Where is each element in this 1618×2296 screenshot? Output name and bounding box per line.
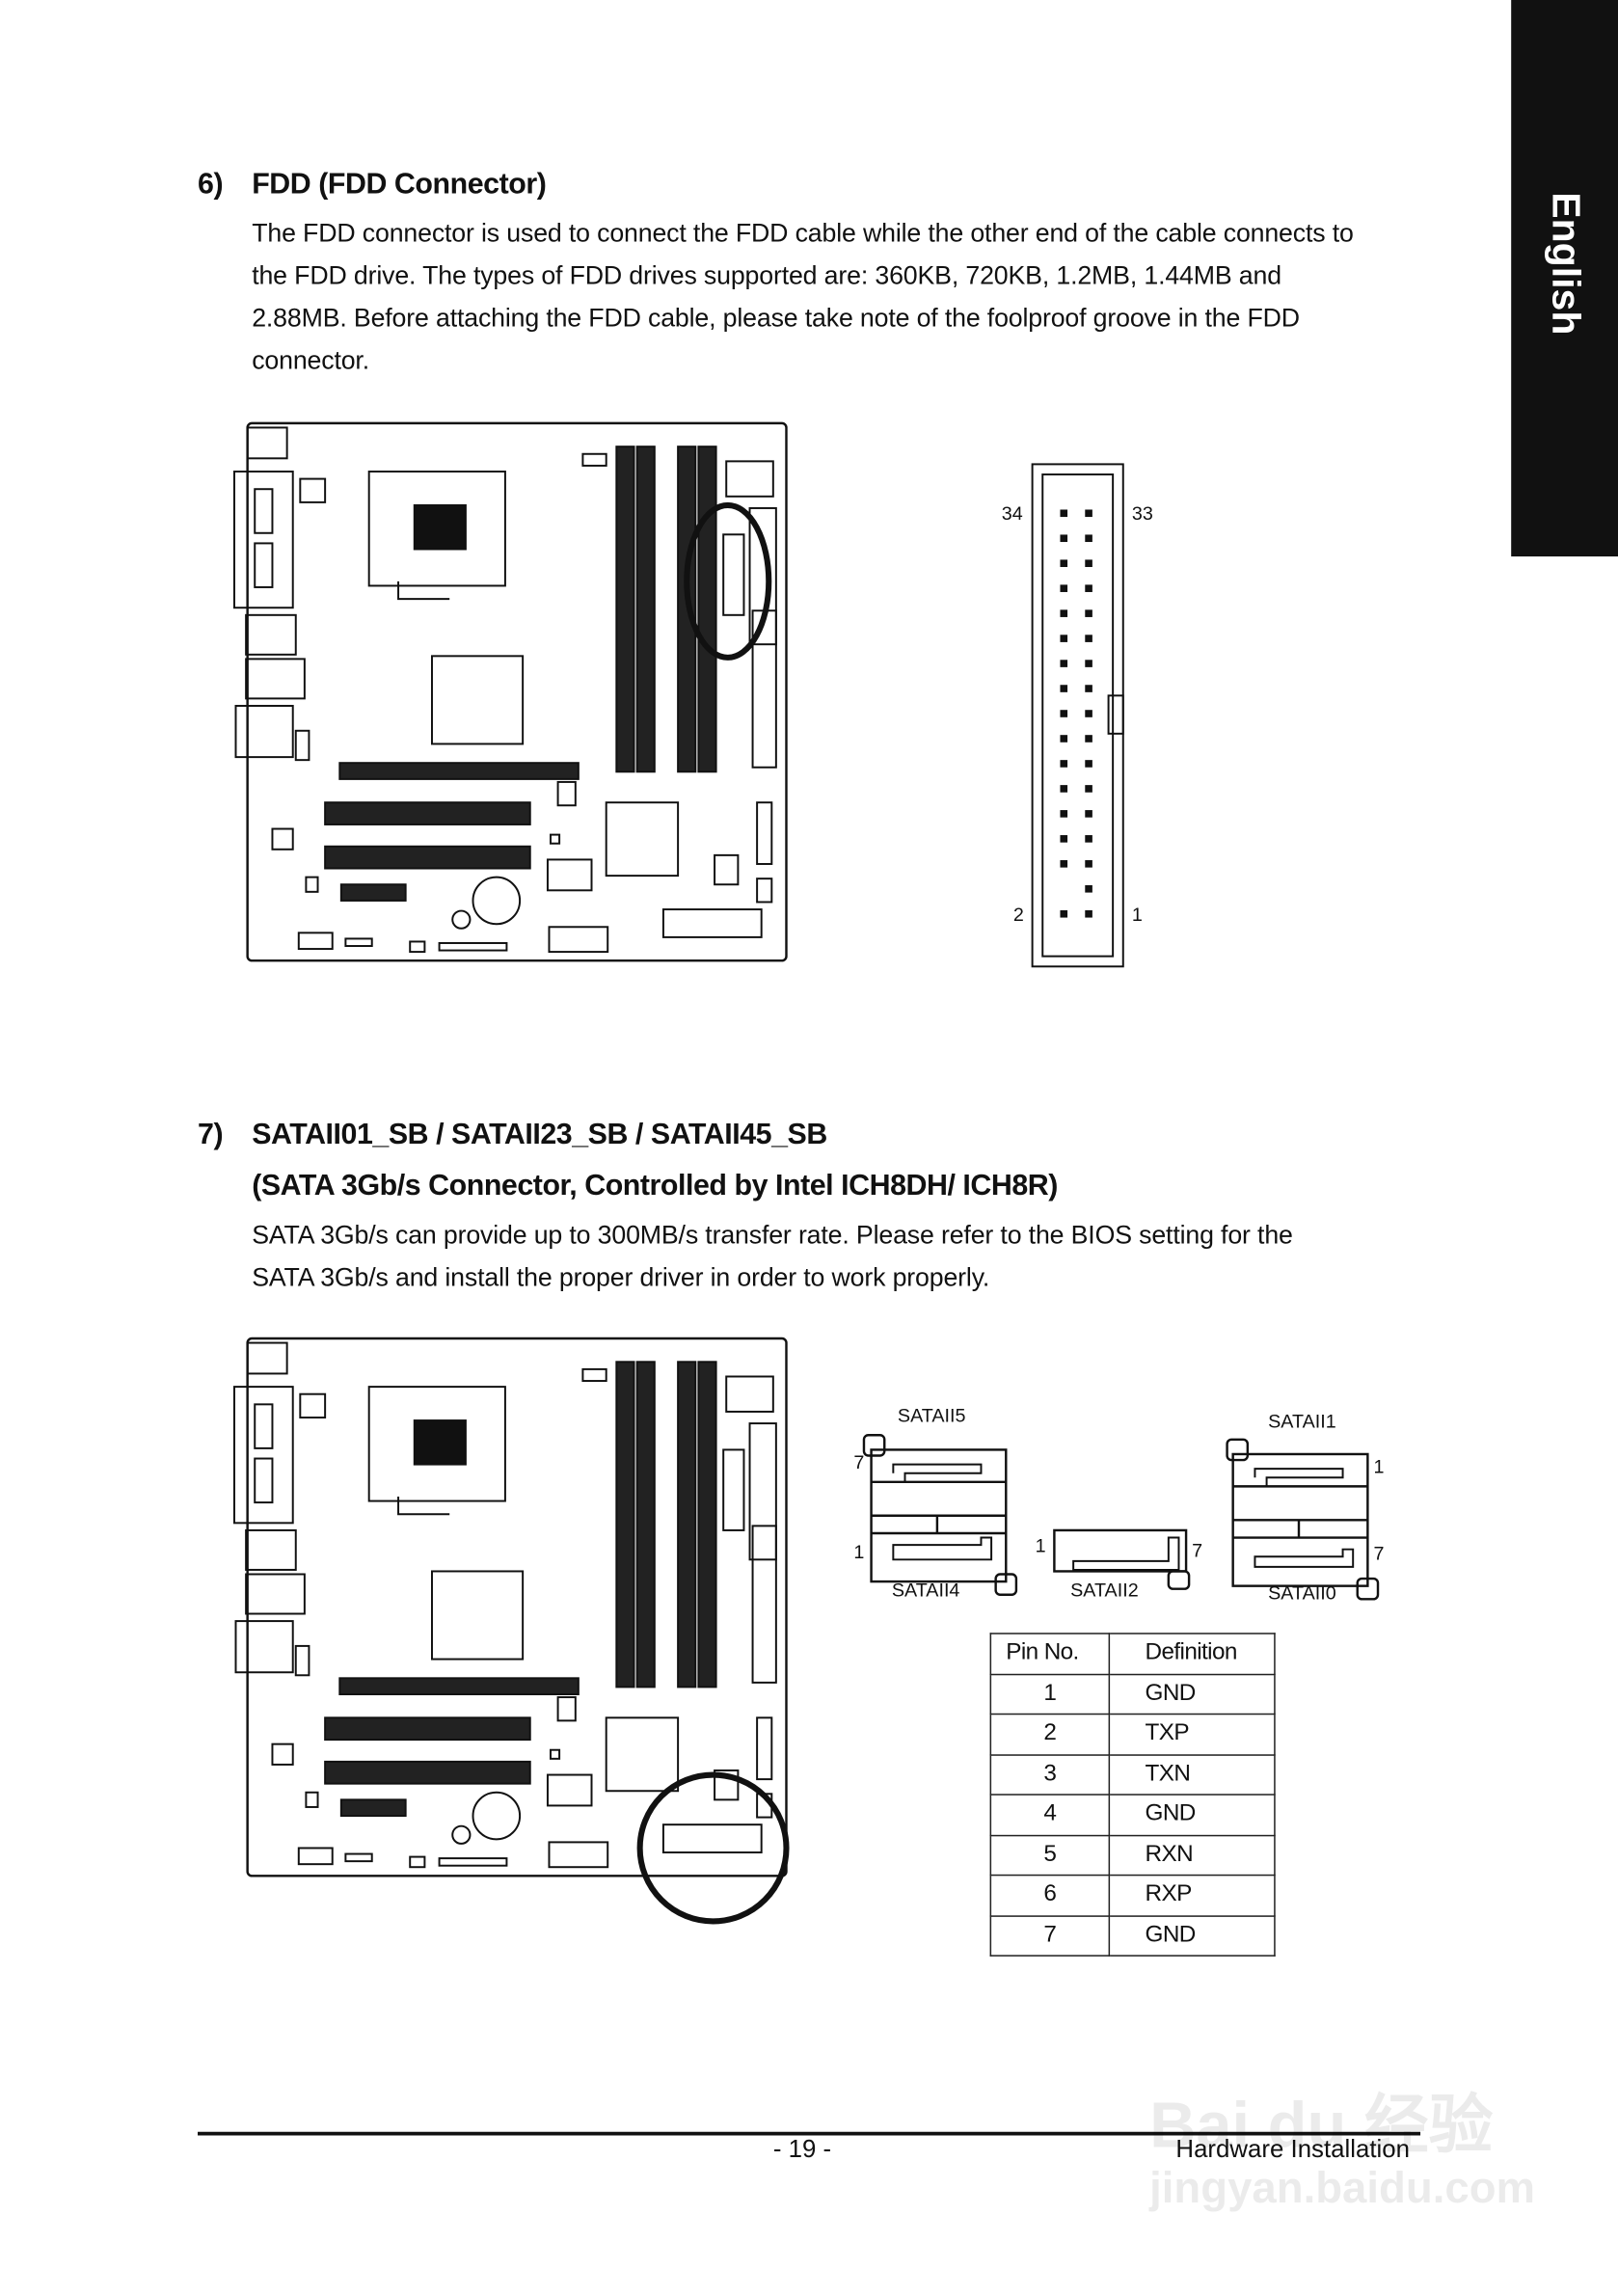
pin-definition: RXN xyxy=(1108,1834,1276,1877)
fdd-pin xyxy=(1085,584,1092,592)
fdd-pin xyxy=(1060,534,1068,543)
section-7-title: SATAII01_SB / SATAII23_SB / SATAII45_SB xyxy=(252,1119,827,1151)
pin-number: 6 xyxy=(989,1874,1111,1917)
section-6-title: FDD (FDD Connector) xyxy=(252,168,547,202)
section-6-number: 6) xyxy=(198,168,224,202)
body-line: SATA 3Gb/s can provide up to 300MB/s tra… xyxy=(252,1219,1293,1250)
sata-label-0: SATAII0 xyxy=(1268,1581,1336,1604)
body-line: SATA 3Gb/s and install the proper driver… xyxy=(252,1262,990,1292)
fdd-pin xyxy=(1085,635,1092,642)
fdd-pin xyxy=(1060,909,1068,918)
footer-section-title: Hardware Installation xyxy=(1175,2135,1410,2163)
fdd-pin xyxy=(1085,785,1092,793)
pin-number: 1 xyxy=(989,1673,1111,1715)
pin-label: 7 xyxy=(1373,1542,1385,1564)
pin-label: 1 xyxy=(1373,1455,1385,1478)
pin-label-34: 34 xyxy=(1001,501,1023,525)
sata-label-2: SATAII2 xyxy=(1070,1579,1139,1601)
pin-definition: GND xyxy=(1108,1794,1276,1836)
fdd-pin xyxy=(1060,559,1068,568)
motherboard-diagram-fdd xyxy=(232,421,788,962)
pin-label: 1 xyxy=(853,1540,865,1563)
fdd-pin xyxy=(1085,509,1092,518)
fdd-pin xyxy=(1085,534,1092,543)
pin-number: 4 xyxy=(989,1794,1111,1836)
body-line: 2.88MB. Before attaching the FDD cable, … xyxy=(252,303,1300,333)
pin-definition: TXP xyxy=(1108,1713,1276,1756)
fdd-pin xyxy=(1085,660,1092,667)
fdd-pin xyxy=(1060,584,1068,592)
fdd-pin xyxy=(1085,835,1092,843)
pin-label-33: 33 xyxy=(1131,501,1153,525)
fdd-pin xyxy=(1085,685,1092,692)
body-line: the FDD drive. The types of FDD drives s… xyxy=(252,260,1281,290)
pin-label-1: 1 xyxy=(1131,903,1143,926)
sata-label-5: SATAII5 xyxy=(897,1404,966,1427)
sata-highlight-circle xyxy=(636,1771,790,1925)
sata-connectors-diagram xyxy=(862,1434,1380,1601)
fdd-pin xyxy=(1060,785,1068,793)
fdd-pin xyxy=(1060,835,1068,843)
pin-label: 1 xyxy=(1035,1534,1046,1557)
language-side-tab: English xyxy=(1511,0,1618,557)
fdd-pin xyxy=(1060,810,1068,818)
pin-definition: GND xyxy=(1108,1914,1276,1957)
fdd-pin xyxy=(1085,735,1092,743)
page-number: - 19 - xyxy=(772,2135,832,2163)
fdd-pin xyxy=(1085,760,1092,768)
pin-label-2: 2 xyxy=(1012,903,1024,926)
pin-number: 2 xyxy=(989,1713,1111,1756)
table-header-row: Pin No. Definition xyxy=(989,1633,1276,1675)
pin-definition: GND xyxy=(1108,1673,1276,1715)
pin-label: 7 xyxy=(1192,1539,1203,1561)
pin-number: 3 xyxy=(989,1753,1111,1796)
sata-label-1: SATAII1 xyxy=(1268,1410,1336,1433)
fdd-connector-diagram xyxy=(1031,463,1124,968)
baidu-watermark-logo: Bai du 经验 xyxy=(1149,2090,1494,2162)
body-line: connector. xyxy=(252,345,369,375)
fdd-pin xyxy=(1085,860,1092,868)
fdd-pin xyxy=(1060,660,1068,667)
fdd-pin xyxy=(1060,685,1068,692)
body-line: The FDD connector is used to connect the… xyxy=(252,218,1354,248)
section-6-body: The FDD connector is used to connect the… xyxy=(252,212,1354,382)
section-7-number: 7) xyxy=(198,1119,224,1151)
pin-label: 7 xyxy=(853,1450,865,1473)
pin-definition: RXP xyxy=(1108,1874,1276,1917)
pin-definition: TXN xyxy=(1108,1753,1276,1796)
pin-number: 5 xyxy=(989,1834,1111,1877)
fdd-highlight-circle xyxy=(684,501,772,661)
fdd-pin xyxy=(1060,735,1068,743)
motherboard-diagram-sata xyxy=(232,1337,788,1877)
fdd-pin xyxy=(1085,710,1092,717)
sata-label-4: SATAII4 xyxy=(891,1579,960,1601)
pin-number: 7 xyxy=(989,1914,1111,1957)
fdd-pin xyxy=(1060,710,1068,717)
fdd-pin xyxy=(1060,635,1068,642)
section-7-body: SATA 3Gb/s can provide up to 300MB/s tra… xyxy=(252,1214,1293,1299)
fdd-pin xyxy=(1085,609,1092,617)
fdd-pin xyxy=(1060,609,1068,617)
fdd-pin xyxy=(1060,509,1068,518)
fdd-pin xyxy=(1085,909,1092,918)
section-7-subtitle: (SATA 3Gb/s Connector, Controlled by Int… xyxy=(252,1170,1058,1202)
header-pin-no: Pin No. xyxy=(989,1633,1111,1675)
header-definition: Definition xyxy=(1108,1633,1276,1675)
fdd-pin xyxy=(1060,760,1068,768)
fdd-pin xyxy=(1085,810,1092,818)
baidu-watermark-url: jingyan.baidu.com xyxy=(1149,2164,1536,2213)
fdd-pin xyxy=(1085,884,1092,893)
fdd-pin xyxy=(1060,860,1068,868)
fdd-pin xyxy=(1085,559,1092,568)
